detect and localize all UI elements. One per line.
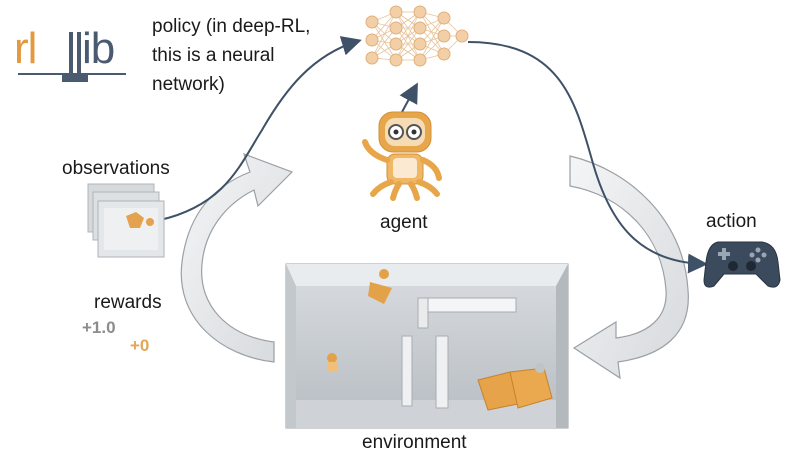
nn-edge [371, 21, 397, 61]
agent-to-policy-arrow [399, 82, 418, 113]
policy-to-action-arrow [467, 41, 708, 274]
reward-feedback-arrow [180, 152, 294, 363]
rllib-logo-mark [18, 32, 126, 82]
nn-edge [395, 11, 421, 45]
nn-node [413, 37, 427, 51]
nn-node [389, 37, 403, 51]
rewards-label: rewards [94, 292, 162, 313]
reward-value-second: +0 [130, 336, 150, 355]
nn-edge [419, 11, 445, 55]
game-scene-icon [285, 263, 569, 429]
observations-label: observations [62, 158, 170, 179]
nn-node [365, 33, 379, 47]
gamepad-icon [703, 241, 781, 288]
logo-text-right: ib [82, 24, 115, 73]
logo-text-left: rl [14, 24, 37, 73]
nn-node [413, 53, 427, 67]
nn-edge [395, 27, 421, 61]
nn-node [413, 21, 427, 35]
robot-icon [362, 111, 442, 201]
nn-node [437, 47, 451, 61]
nn-node [365, 51, 379, 65]
policy-line-3: network) [152, 74, 225, 95]
reward-value-first: +1.0 [82, 318, 116, 337]
nn-node [389, 5, 403, 19]
nn-edge [395, 11, 421, 61]
rllib-logo: rl ib [14, 18, 132, 88]
agent-label: agent [380, 212, 428, 233]
screenshot-stack-icon [87, 183, 165, 258]
observation-to-policy-arrow [159, 36, 362, 221]
policy-line-1: policy (in deep-RL, [152, 16, 311, 37]
nn-node [365, 15, 379, 29]
nn-node [437, 29, 451, 43]
nn-edge [371, 11, 397, 59]
nn-node [455, 29, 469, 43]
action-label: action [706, 211, 757, 232]
policy-line-2: this is a neural [152, 45, 275, 66]
policy-description: policy (in deep-RL, this is a neural net… [152, 12, 310, 99]
nn-node [437, 11, 451, 25]
environment-label: environment [362, 432, 467, 453]
nn-node [413, 5, 427, 19]
nn-edge [419, 17, 445, 61]
nn-node [389, 53, 403, 67]
action-to-env-arrow [569, 155, 689, 380]
nn-node [389, 21, 403, 35]
neural-network-icon [365, 5, 469, 67]
